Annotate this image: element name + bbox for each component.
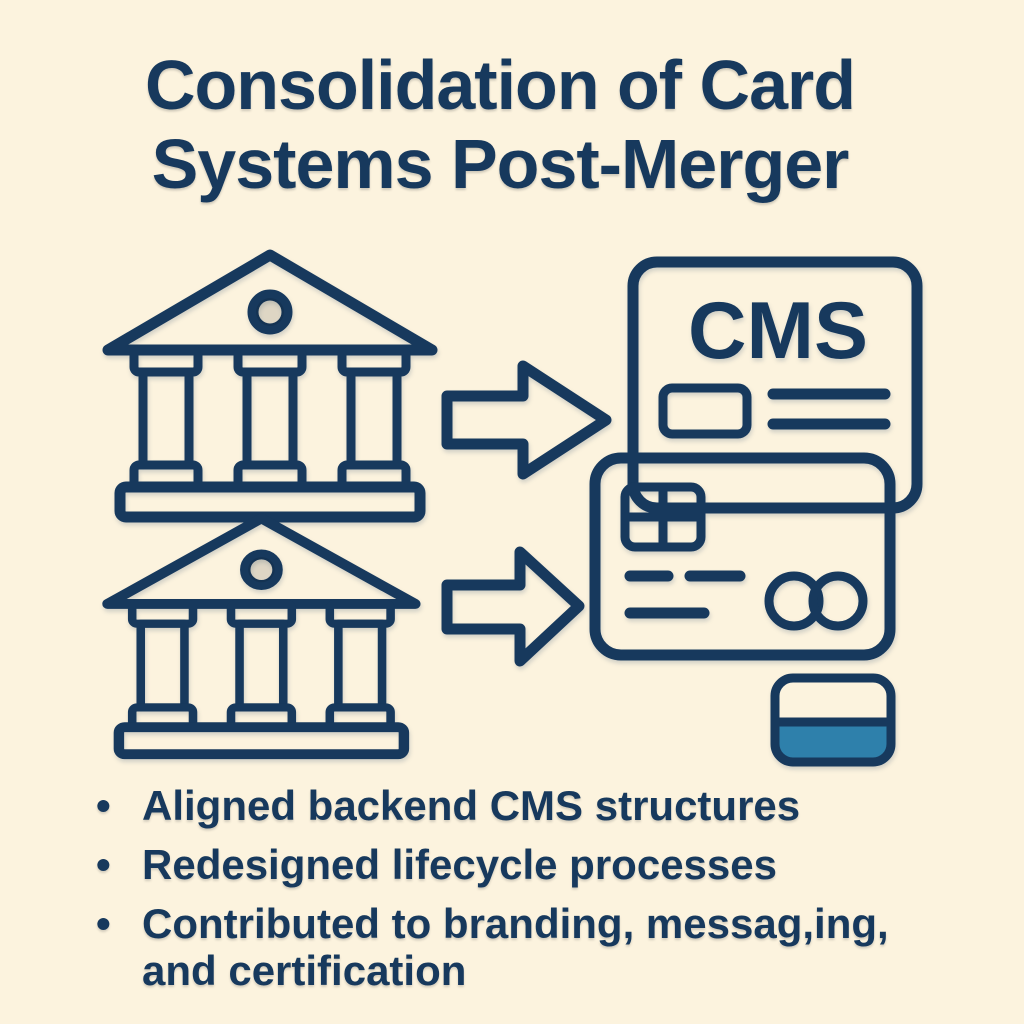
cms-panel-icon: CMS xyxy=(627,256,923,514)
credit-card-icon xyxy=(589,452,896,661)
card-logo-orange-circle xyxy=(764,571,824,631)
bank-building-icon-blue xyxy=(108,518,416,754)
title-line-1: Consolidation of Card xyxy=(144,46,856,124)
bullet-dot: • xyxy=(96,841,111,889)
bullet-dot: • xyxy=(96,900,111,948)
list-item: • Contributed to branding, messag,ing, a… xyxy=(96,900,948,994)
card-logo-teal-circle xyxy=(808,571,868,631)
title-line-2: Systems Post-Merger xyxy=(151,125,850,204)
list-item: • Aligned backend CMS structures xyxy=(96,782,948,829)
list-item: • Redesigned lifecycle processes xyxy=(96,841,948,888)
bullet-text: Redesigned lifecycle processes xyxy=(142,841,777,889)
cms-label: CMS xyxy=(688,286,868,376)
bullet-text: Aligned backend CMS structures xyxy=(142,782,801,829)
bullet-text: Contributed to branding, messag,ing, and… xyxy=(142,900,889,995)
bullet-dot: • xyxy=(96,782,111,829)
card-back-icon xyxy=(770,673,896,767)
arrow-right-icon-top xyxy=(441,360,612,480)
bullet-list: • Aligned backend CMS structures • Redes… xyxy=(96,782,948,1006)
arrow-right-icon-bottom xyxy=(441,546,585,667)
bank-building-icon-tan xyxy=(108,255,432,517)
page-title: Consolidation of Card Systems Post-Merge… xyxy=(0,46,1000,204)
